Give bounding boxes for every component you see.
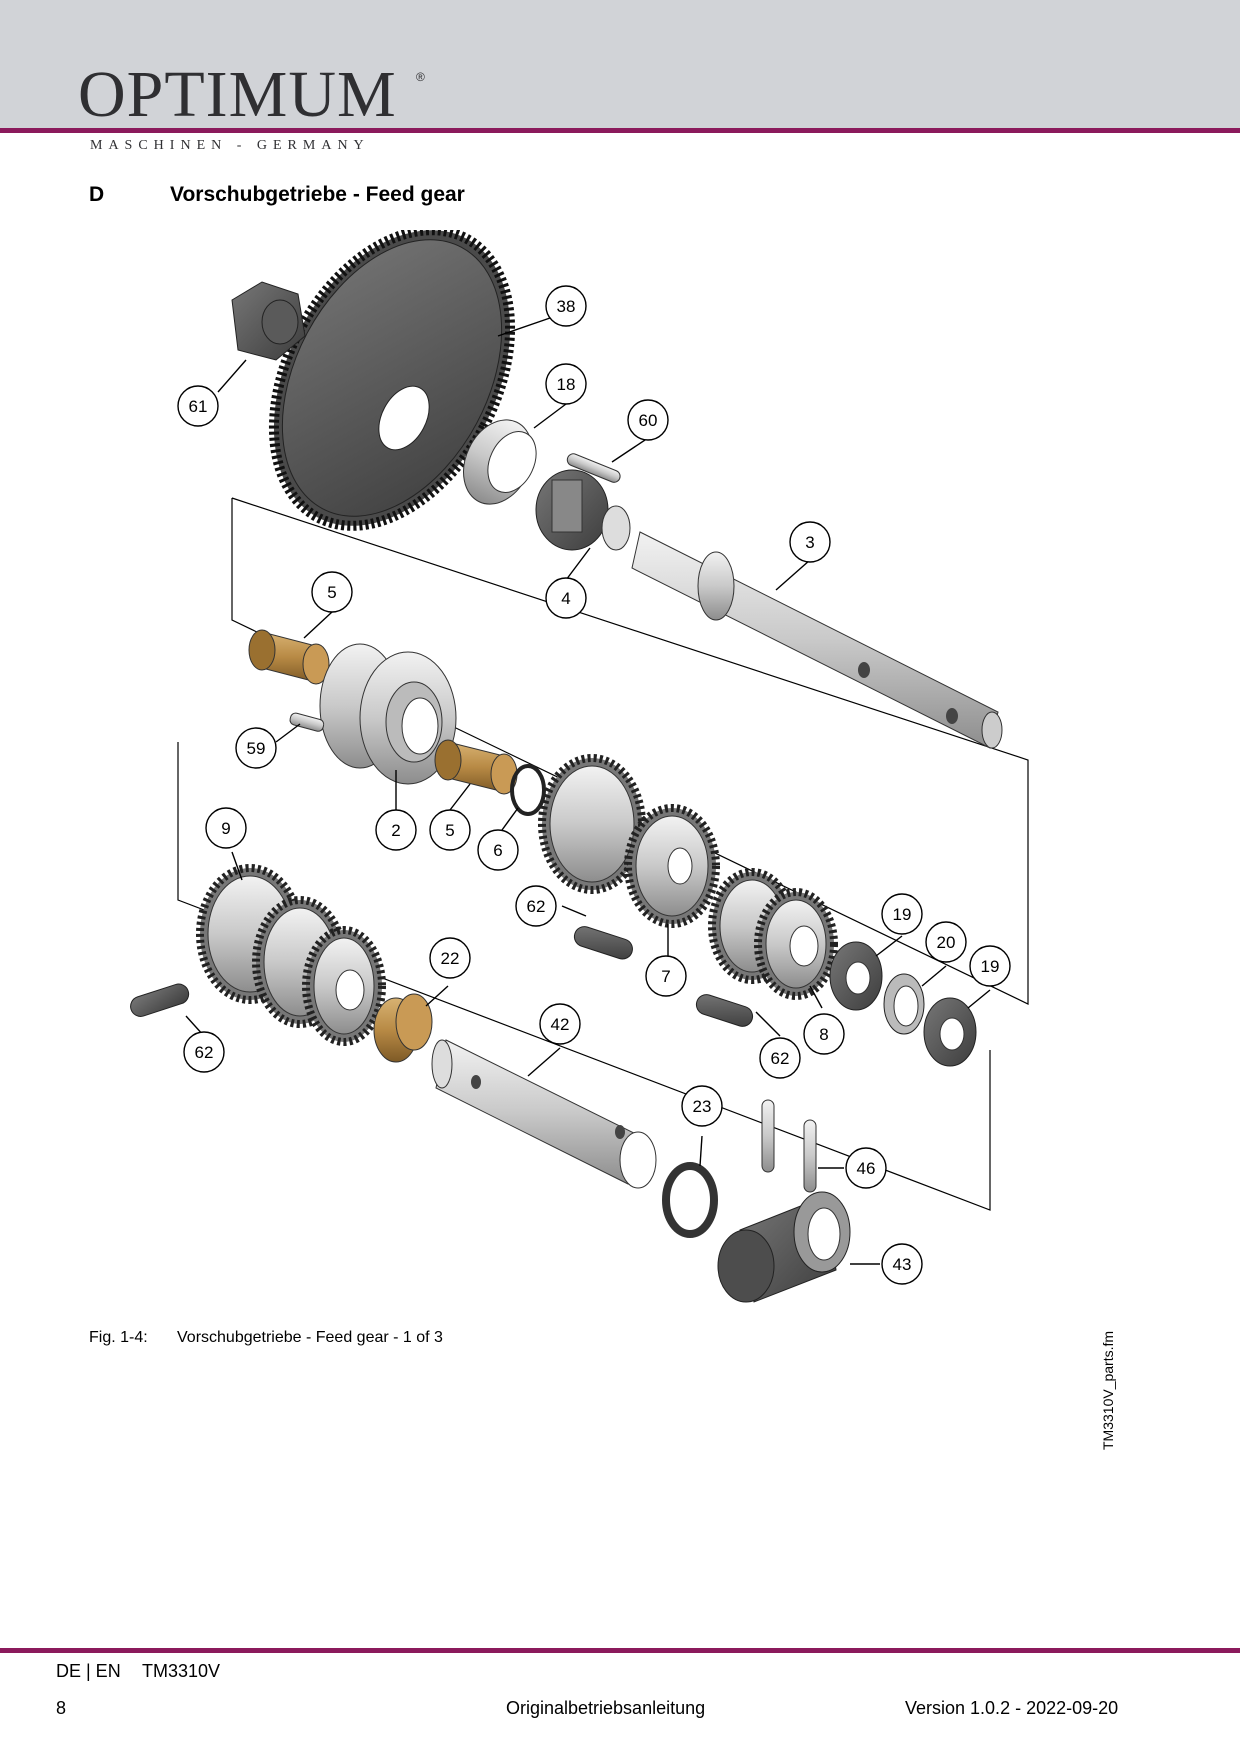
callout-leaders <box>185 317 991 1265</box>
callout-43-label: 43 <box>893 1255 912 1274</box>
circlip-6 <box>510 764 546 816</box>
footer-version: Version 1.0.2 - 2022-09-20 <box>905 1698 1119 1718</box>
pin-46-a <box>761 1099 775 1173</box>
exploded-parts-drawing: 38 61 18 60 3 4 5 59 2 5 6 9 62 7 19 20 … <box>130 230 1029 1303</box>
callout-9-label: 9 <box>221 819 230 838</box>
callout-20-label: 20 <box>937 933 956 952</box>
callout-3 <box>789 521 831 563</box>
shaft-42 <box>431 1039 657 1189</box>
pin-62-middle <box>573 926 633 960</box>
callout-59 <box>235 727 277 769</box>
callout-2 <box>375 809 417 851</box>
bearing-19-a <box>829 941 883 1011</box>
figure-caption-text: Vorschubgetriebe - Feed gear - 1 of 3 <box>177 1329 443 1346</box>
callout-61-label: 61 <box>189 397 208 416</box>
callout-19b <box>969 945 1011 987</box>
callout-22-label: 22 <box>441 949 460 968</box>
callout-62a <box>515 885 557 927</box>
side-filename: TM3310V_parts.fm <box>1100 1330 1116 1450</box>
pin-62-left <box>130 983 190 1017</box>
shaft-3 <box>631 531 1003 749</box>
callout-5a <box>311 571 353 613</box>
callout-5b <box>429 809 471 851</box>
callout-59-label: 59 <box>247 739 266 758</box>
callout-19a-label: 19 <box>893 905 912 924</box>
pin-60 <box>566 453 621 483</box>
assembly-frame-lower <box>177 742 991 1211</box>
footer-rule <box>0 1648 1240 1653</box>
section-title: Vorschubgetriebe - Feed gear <box>170 183 465 206</box>
callout-6 <box>477 829 519 871</box>
pin-62-right <box>695 994 754 1027</box>
pinion-4 <box>535 469 631 551</box>
pin-46-b <box>803 1119 817 1193</box>
screw-59 <box>289 712 325 732</box>
callout-7-label: 7 <box>661 967 670 986</box>
callout-7 <box>645 955 687 997</box>
callouts <box>177 285 1011 1285</box>
callout-2-label: 2 <box>391 821 400 840</box>
callout-5b-label: 5 <box>445 821 454 840</box>
assembly-frame-upper <box>231 497 1029 1005</box>
callout-38-label: 38 <box>557 297 576 316</box>
bushing-5-upper <box>248 629 330 685</box>
callout-46 <box>845 1147 887 1189</box>
gear-cluster-7 <box>538 754 720 928</box>
callout-62b-label: 62 <box>771 1049 790 1068</box>
page-number: 8 <box>56 1698 67 1718</box>
callout-6-label: 6 <box>493 841 502 860</box>
nut-61 <box>231 281 306 361</box>
callout-62c-label: 62 <box>195 1043 214 1062</box>
brand-tagline: MASCHINEN - GERMANY <box>90 138 370 153</box>
gear-38 <box>268 230 516 531</box>
callout-23 <box>681 1085 723 1127</box>
footer-language: DE | EN <box>56 1661 121 1681</box>
callout-62b <box>759 1037 801 1079</box>
gear-cluster-8 <box>708 868 838 1000</box>
callout-19b-label: 19 <box>981 957 1000 976</box>
callout-20 <box>925 921 967 963</box>
callout-3-label: 3 <box>805 533 814 552</box>
callout-62c <box>183 1031 225 1073</box>
callout-42 <box>539 1003 581 1045</box>
callout-60 <box>627 399 669 441</box>
header-band <box>0 0 1240 128</box>
callout-22 <box>429 937 471 979</box>
figure-caption-label: Fig. 1-4: <box>89 1329 148 1346</box>
callout-8 <box>803 1013 845 1055</box>
header-rule <box>0 128 1240 133</box>
bushing-22 <box>373 993 433 1063</box>
callout-18-label: 18 <box>557 375 576 394</box>
callout-8-label: 8 <box>819 1025 828 1044</box>
callout-9 <box>205 807 247 849</box>
callout-60-label: 60 <box>639 411 658 430</box>
callout-42-label: 42 <box>551 1015 570 1034</box>
housing-2 <box>319 643 457 785</box>
callout-46-label: 46 <box>857 1159 876 1178</box>
washer-20 <box>883 973 925 1035</box>
callout-43 <box>881 1243 923 1285</box>
callout-61 <box>177 385 219 427</box>
ring-18 <box>463 419 537 505</box>
sleeve-43 <box>717 1191 851 1303</box>
footer-document-title: Originalbetriebsanleitung <box>506 1698 706 1718</box>
gear-cluster-9 <box>196 864 386 1046</box>
ring-23 <box>662 1162 718 1238</box>
callout-23-label: 23 <box>693 1097 712 1116</box>
callout-18 <box>545 363 587 405</box>
callout-4 <box>545 577 587 619</box>
callout-62a-label: 62 <box>527 897 546 916</box>
bearing-19-b <box>923 997 977 1067</box>
section-letter: D <box>89 183 105 206</box>
registered-mark: ® <box>416 70 425 84</box>
footer-model: TM3310V <box>142 1661 221 1681</box>
callout-5a-label: 5 <box>327 583 336 602</box>
brand-logo: OPTIMUM <box>78 58 397 131</box>
bushing-5-lower <box>434 739 518 795</box>
callout-38 <box>545 285 587 327</box>
callout-19a <box>881 893 923 935</box>
callout-4-label: 4 <box>561 589 570 608</box>
